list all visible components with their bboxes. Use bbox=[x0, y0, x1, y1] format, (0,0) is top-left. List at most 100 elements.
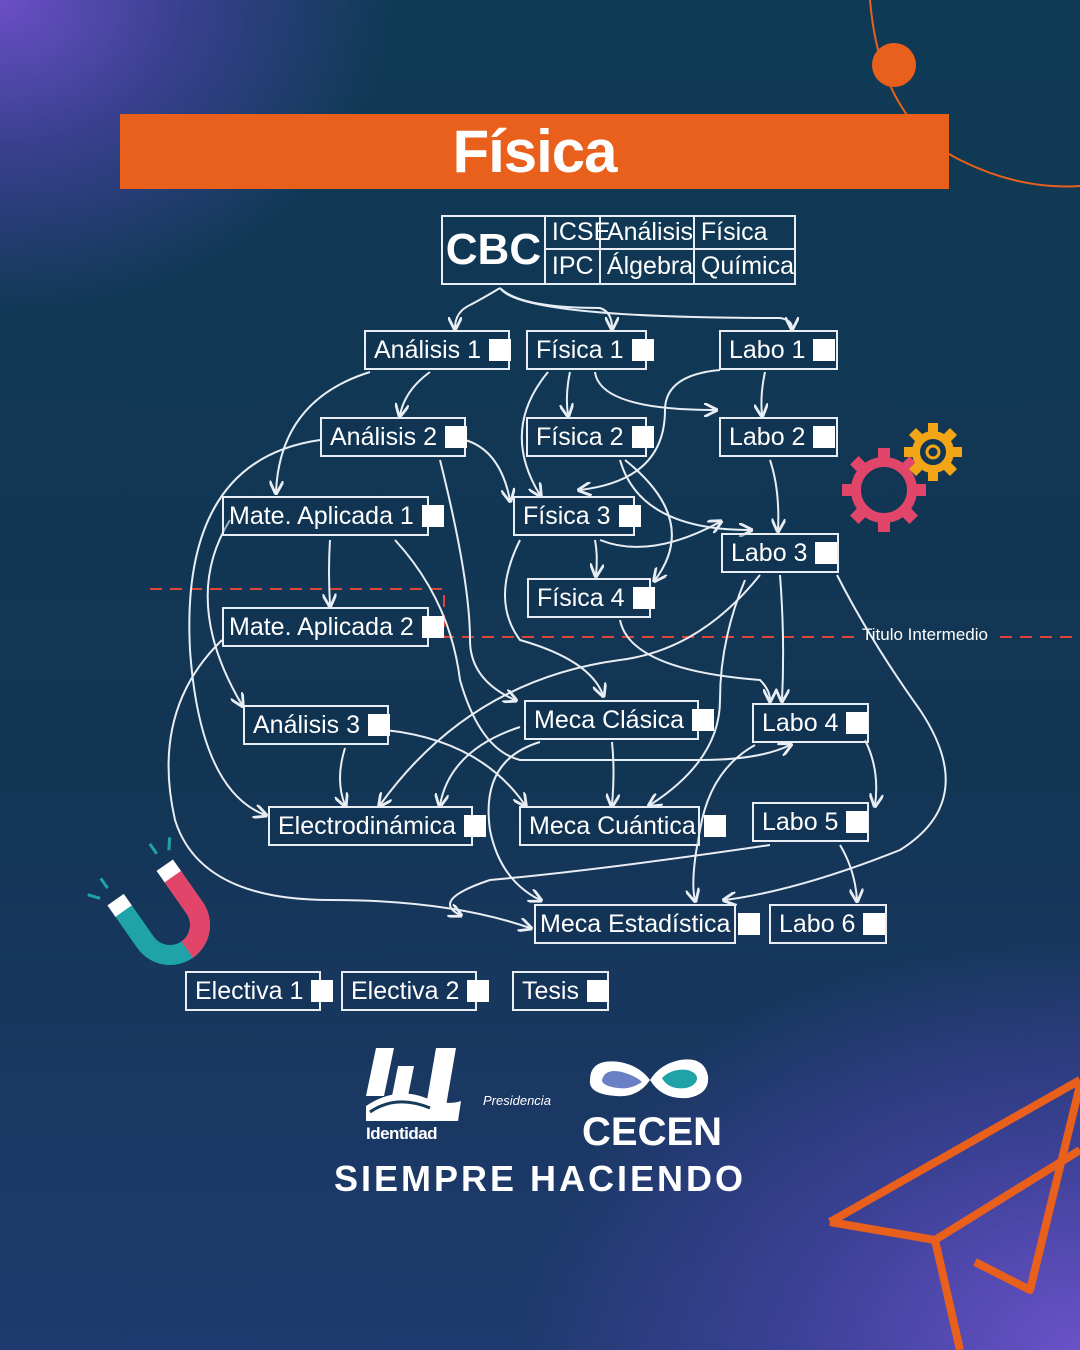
checkbox[interactable] bbox=[631, 339, 654, 361]
arrow-l3-mecaest bbox=[725, 574, 947, 900]
checkbox[interactable] bbox=[586, 980, 609, 1002]
arrow-f2-f4 bbox=[624, 459, 673, 580]
node-label: Meca Cuántica bbox=[529, 811, 696, 840]
magnet-icon bbox=[87, 837, 210, 965]
node-meca-cuantica: Meca Cuántica bbox=[519, 806, 726, 846]
cbc-subject: Álgebra bbox=[601, 250, 695, 283]
page-title: Física bbox=[120, 114, 949, 189]
arrow-an2-f3 bbox=[464, 439, 510, 500]
arrow-an3-mecacuant bbox=[384, 729, 525, 805]
node-electiva-2: Electiva 2 bbox=[341, 971, 490, 1011]
node-label: Física 2 bbox=[536, 422, 624, 451]
arrow-f1-f3 bbox=[520, 371, 549, 495]
cecen-logo: CECEN bbox=[580, 1050, 722, 1154]
node-label: Física 3 bbox=[523, 501, 611, 530]
cbc-subject: IPC bbox=[546, 250, 601, 283]
arrow-an2-mecaclas bbox=[439, 459, 515, 700]
checkbox[interactable] bbox=[489, 339, 511, 361]
arrow-f3-f4 bbox=[595, 539, 597, 575]
arrow-mate1-mate2 bbox=[329, 539, 330, 605]
node-label: Meca Estadística bbox=[540, 909, 731, 938]
arrow-f1-l2 bbox=[594, 371, 715, 410]
checkbox[interactable] bbox=[813, 339, 836, 361]
checkbox[interactable] bbox=[813, 426, 836, 448]
gear-icon bbox=[842, 448, 926, 532]
titulo-intermedio-label: Titulo Intermedio bbox=[862, 625, 988, 644]
arrow-cbc-analisis1 bbox=[455, 287, 501, 328]
cbc-subjects: ICSE Análisis Física IPC Álgebra Química bbox=[545, 217, 794, 283]
node-label: Labo 4 bbox=[762, 708, 839, 737]
arrow-l3-mecacuant bbox=[380, 574, 761, 805]
arrow-f3-meca bbox=[504, 539, 603, 695]
node-label: Física 4 bbox=[537, 583, 625, 612]
node-label: Física 1 bbox=[536, 335, 624, 364]
arrow-mecaclas-mecaest bbox=[487, 741, 540, 900]
arrow-f3-l3 bbox=[599, 522, 720, 548]
arrow-an2-electro bbox=[188, 439, 321, 815]
cbc-box: CBC ICSE Análisis Física IPC Álgebra Quí… bbox=[441, 215, 796, 285]
node-mate-aplicada-1: Mate. Aplicada 1 bbox=[222, 496, 444, 536]
arrow-l5-mecaest bbox=[450, 844, 771, 915]
checkbox[interactable] bbox=[846, 712, 869, 734]
cecen-infinity-icon bbox=[589, 1059, 709, 1099]
arrow-l4-mecaest bbox=[693, 744, 756, 900]
arrow-l3-electro bbox=[650, 579, 746, 805]
node-meca-clasica: Meca Clásica bbox=[524, 700, 715, 740]
checkbox[interactable] bbox=[467, 980, 490, 1002]
arrow-mecaclas-electro bbox=[440, 726, 521, 805]
node-fisica-3: Física 3 bbox=[513, 496, 641, 536]
node-label: Análisis 3 bbox=[253, 710, 360, 739]
checkbox[interactable] bbox=[421, 616, 444, 638]
identidad-label: Identidad bbox=[366, 1124, 438, 1143]
checkbox[interactable] bbox=[368, 714, 390, 736]
node-labo-1: Labo 1 bbox=[719, 330, 838, 370]
node-tesis: Tesis bbox=[512, 971, 609, 1011]
identidad-logo: Identidad bbox=[366, 1046, 461, 1146]
checkbox[interactable] bbox=[863, 913, 886, 935]
arrow-an1-mate1 bbox=[276, 371, 371, 492]
cbc-label: CBC bbox=[443, 217, 546, 283]
node-label: Electrodinámica bbox=[278, 811, 456, 840]
arrow-l1-l2 bbox=[761, 371, 765, 415]
node-mate-aplicada-2: Mate. Aplicada 2 bbox=[222, 607, 444, 647]
checkbox[interactable] bbox=[815, 542, 838, 564]
checkbox[interactable] bbox=[311, 980, 334, 1002]
checkbox[interactable] bbox=[703, 815, 726, 837]
checkbox[interactable] bbox=[421, 505, 444, 527]
arrow-an1-an2 bbox=[400, 371, 431, 415]
cbc-subject: Química bbox=[700, 252, 794, 280]
node-analisis-2: Análisis 2 bbox=[320, 417, 467, 457]
node-electrodinamica: Electrodinámica bbox=[268, 806, 486, 846]
checkbox[interactable] bbox=[618, 505, 641, 527]
node-label: Tesis bbox=[522, 976, 579, 1005]
arrow-l5-l6 bbox=[839, 844, 857, 900]
node-label: Labo 5 bbox=[762, 807, 839, 836]
node-labo-3: Labo 3 bbox=[721, 533, 839, 573]
node-meca-estadistica: Meca Estadística bbox=[534, 904, 761, 944]
checkbox[interactable] bbox=[631, 426, 654, 448]
checkbox[interactable] bbox=[632, 587, 655, 609]
cbc-subject: ICSE bbox=[545, 217, 610, 250]
node-label: Labo 3 bbox=[731, 538, 808, 567]
node-label: Labo 6 bbox=[779, 909, 856, 938]
cecen-label: CECEN bbox=[582, 1110, 723, 1154]
node-fisica-2: Física 2 bbox=[526, 417, 654, 457]
checkbox[interactable] bbox=[692, 709, 715, 731]
node-labo-6: Labo 6 bbox=[769, 904, 887, 944]
checkbox[interactable] bbox=[846, 811, 869, 833]
node-fisica-1: Física 1 bbox=[526, 330, 654, 370]
node-fisica-4: Física 4 bbox=[527, 578, 655, 618]
checkbox[interactable] bbox=[463, 815, 486, 837]
node-label: Labo 2 bbox=[729, 422, 806, 451]
titulo-intermedio-line bbox=[150, 588, 1080, 638]
node-labo-5: Labo 5 bbox=[752, 802, 869, 842]
cbc-subject: Análisis bbox=[600, 217, 695, 250]
node-electiva-1: Electiva 1 bbox=[185, 971, 334, 1011]
checkbox[interactable] bbox=[445, 426, 467, 448]
checkbox[interactable] bbox=[738, 913, 761, 935]
arrow-f1-f2 bbox=[567, 371, 570, 415]
node-label: Meca Clásica bbox=[534, 705, 685, 734]
